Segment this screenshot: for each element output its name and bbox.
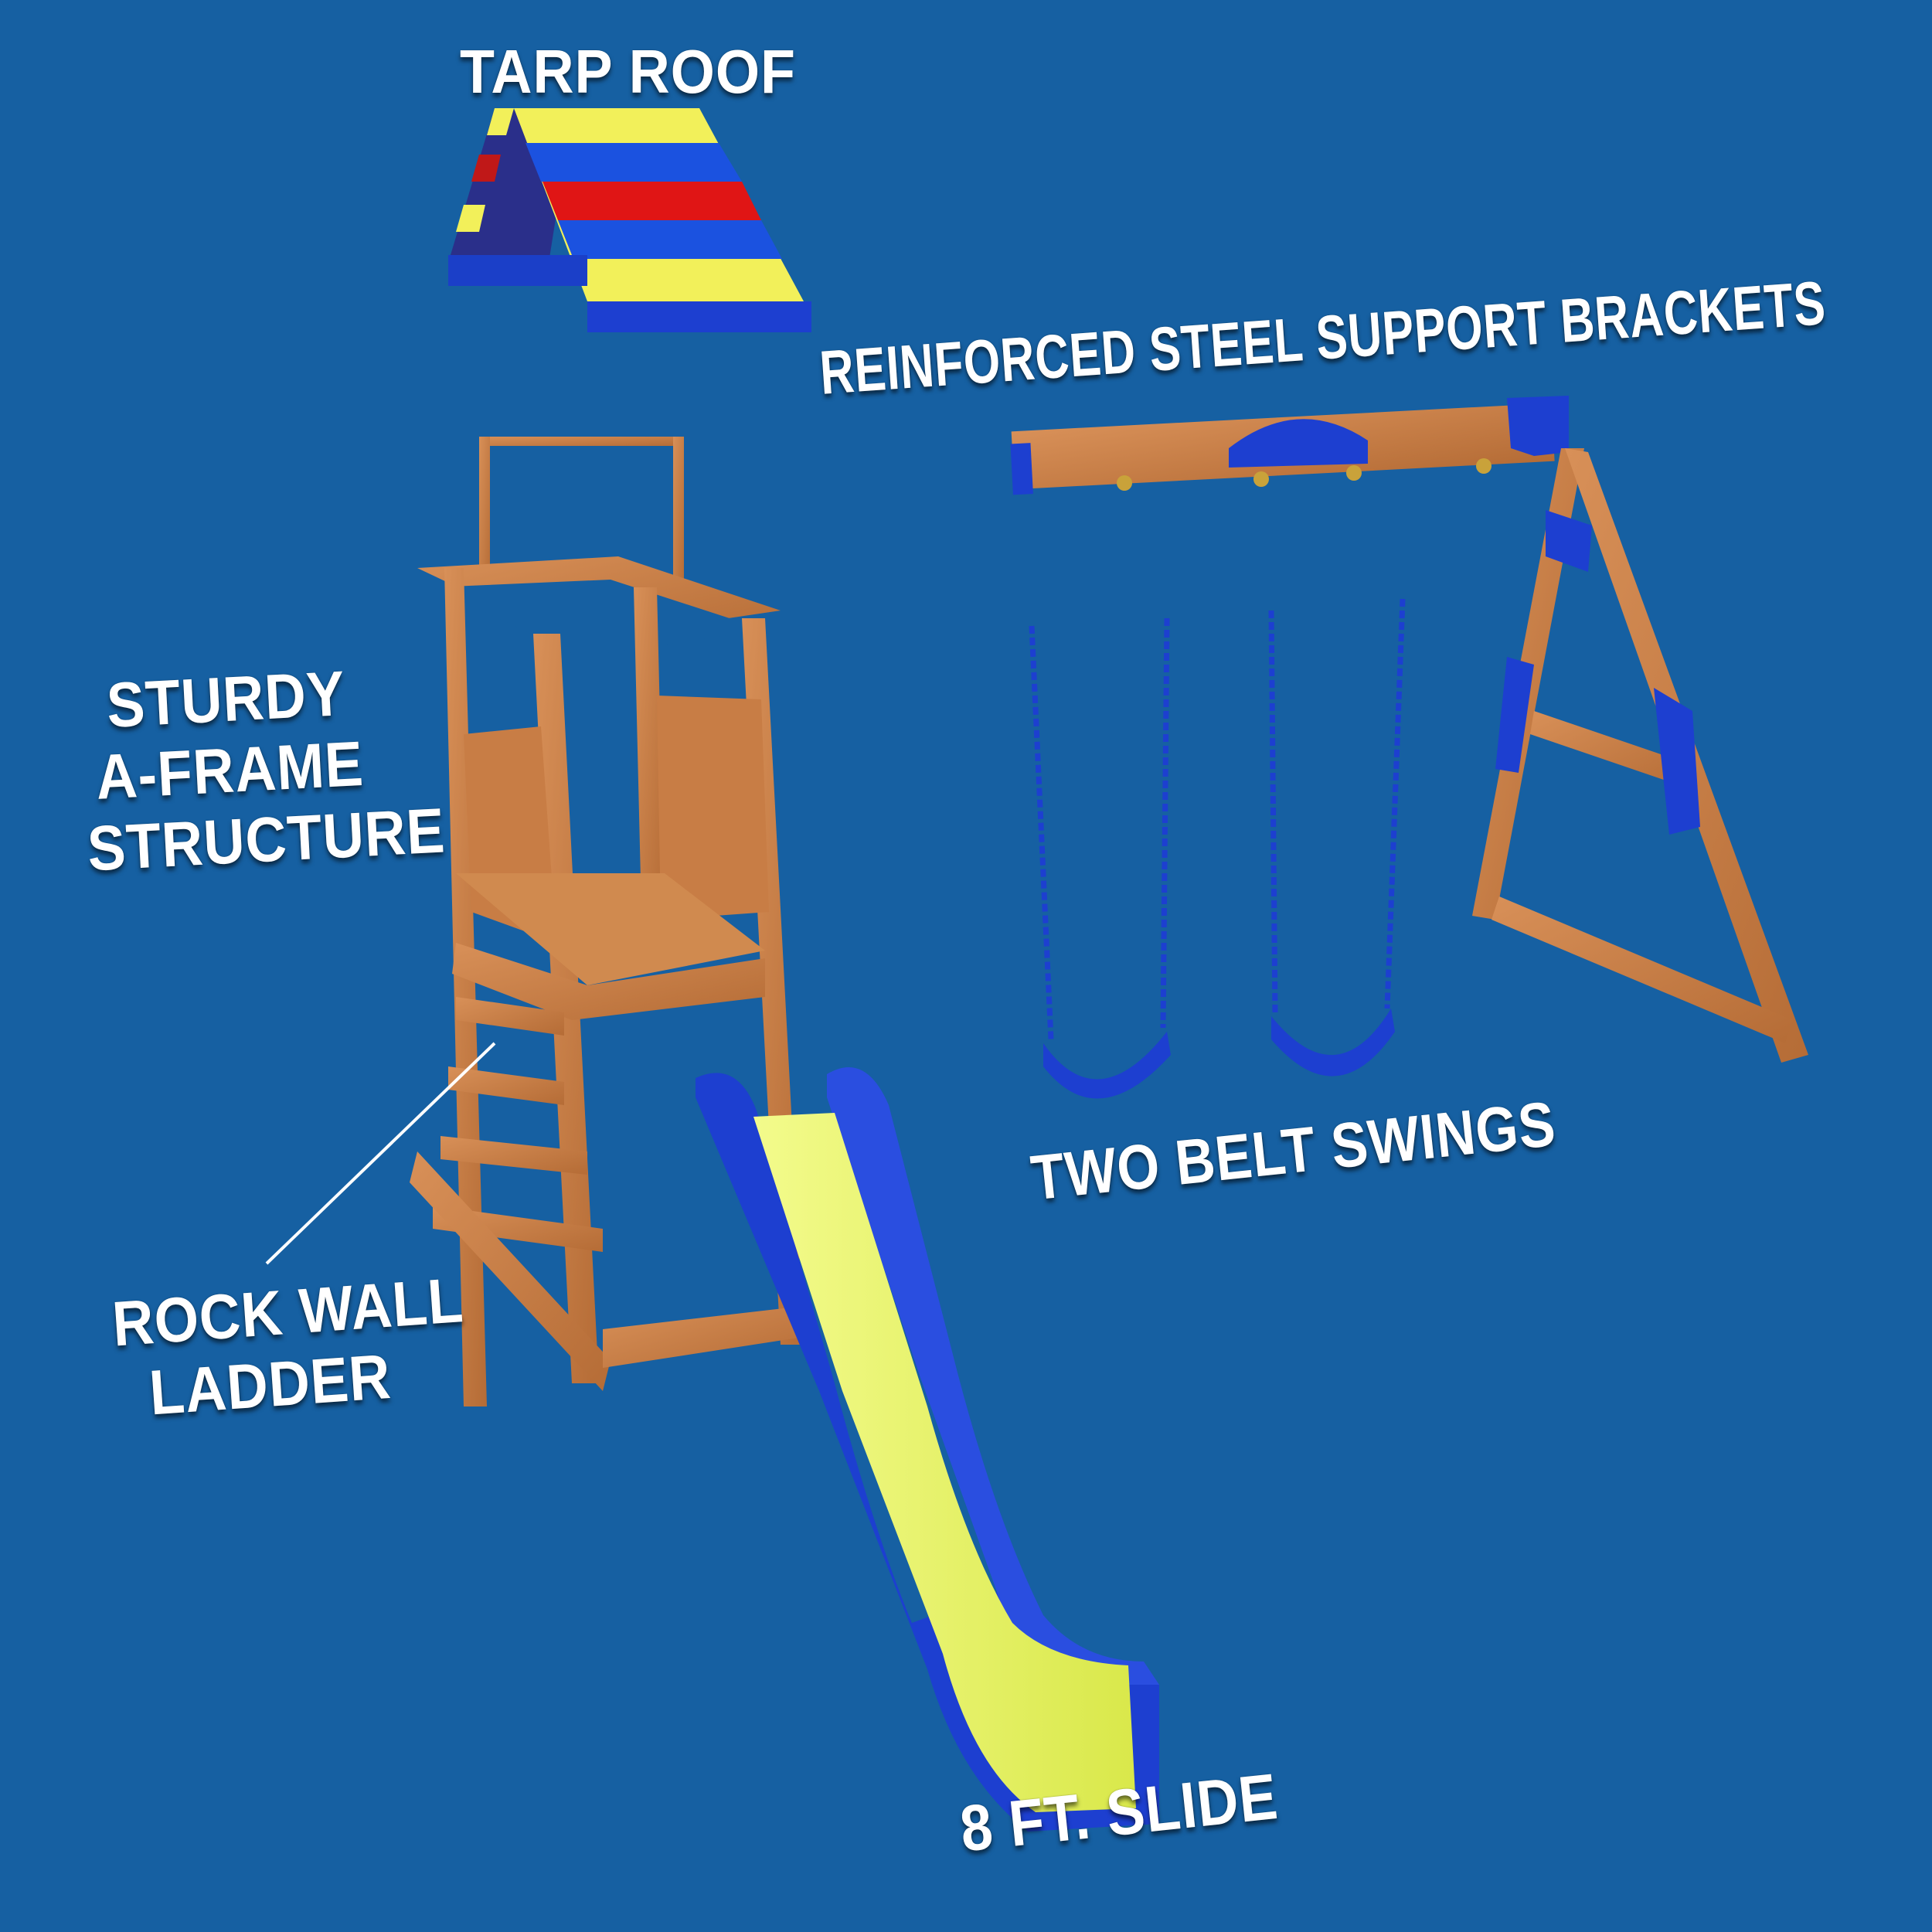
swing-a-frame (1472, 448, 1808, 1063)
rock-wall-pointer-line (265, 1042, 496, 1265)
belt-swing-right (1268, 598, 1406, 1077)
belt-swing-left (1029, 617, 1171, 1099)
swing-beam (1010, 396, 1569, 495)
tarp-roof-label: TARP ROOF (460, 37, 796, 106)
swing-hangers (1117, 458, 1492, 491)
rock-wall-label: ROCK WALL LADDER (110, 1265, 465, 1431)
slide (696, 1067, 1159, 1832)
tarp-roof (448, 108, 811, 332)
a-frame-label: STURDY A-FRAME STRUCTURE (78, 657, 447, 885)
play-tower (410, 437, 804, 1406)
